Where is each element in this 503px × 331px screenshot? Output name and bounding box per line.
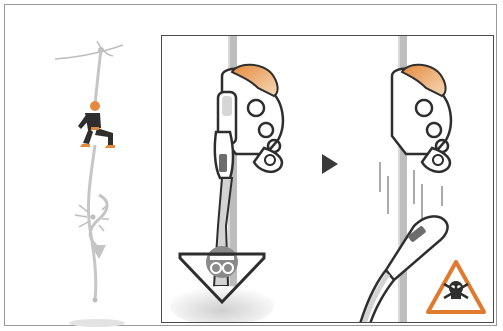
motion-lines <box>379 162 443 220</box>
play-arrow-icon <box>322 154 338 174</box>
rope-right <box>398 36 407 322</box>
descender-failing <box>359 36 453 322</box>
danger-skull-icon <box>426 260 486 314</box>
descender-cam <box>230 63 279 98</box>
rope-break-burst-icon <box>74 204 109 232</box>
descender-locked <box>170 36 285 322</box>
descender-lever-2 <box>420 146 452 173</box>
descender-lever <box>252 146 284 173</box>
rope-upper <box>93 49 103 106</box>
main-panel <box>161 35 494 323</box>
ground-shadow <box>69 319 125 327</box>
anchor-loop <box>96 40 114 57</box>
descender-cam-2 <box>400 63 447 98</box>
anchor-line <box>54 44 124 60</box>
load-arrow-icon <box>178 252 266 305</box>
illustration-frame <box>4 4 497 327</box>
left-scene <box>5 5 155 327</box>
climber-icon <box>78 101 115 148</box>
carabiner-falling <box>384 215 449 282</box>
harness-disc <box>206 246 238 278</box>
arrow-down-icon <box>88 193 109 259</box>
